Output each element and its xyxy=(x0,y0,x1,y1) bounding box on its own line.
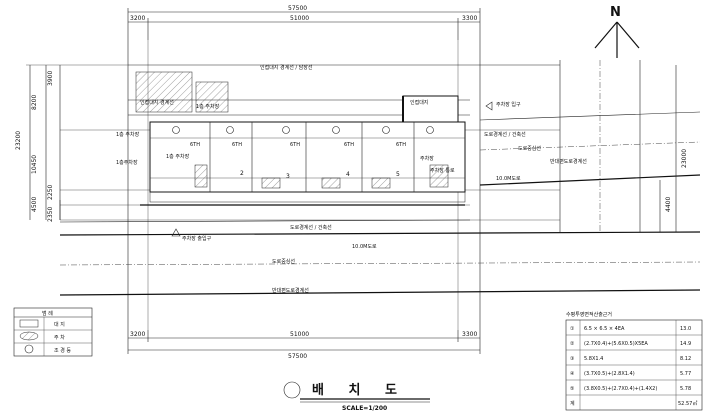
area-row-3-no: ③ xyxy=(570,356,574,362)
dim-right-a: 4400 xyxy=(665,197,672,212)
legend-row-1: 대 지 xyxy=(54,321,65,328)
area-table: 수평투영면적산출근거 ① 6.5 × 6.5 × 4EA 13.0 ② (2.7… xyxy=(565,311,703,411)
area-row-4-formula: (3.7X0.5)+(2.8X1.4) xyxy=(584,371,635,377)
area-row-2-formula: (2.7X0.4)+(5.6X0.5)X5EA xyxy=(584,341,648,347)
bottom-dimensions: 3200 51000 3300 57500 xyxy=(127,330,481,360)
area-row-2-value: 14.9 xyxy=(680,341,691,347)
grid-markers xyxy=(172,126,434,134)
title-text: 배 치 도 xyxy=(312,382,407,398)
label-road-width-bottom: 10.0M도로 xyxy=(352,244,377,250)
area-row-4-no: ④ xyxy=(570,371,575,377)
legend-row-3: 조 경 등 xyxy=(54,347,71,354)
area-row-5-value: 5.78 xyxy=(680,386,691,392)
dim-bottom-left: 3200 xyxy=(130,331,145,338)
area-row-1-value: 13.0 xyxy=(680,326,691,332)
top-dimensions: 57500 51000 3200 3300 xyxy=(127,5,481,40)
legend-site-icon xyxy=(19,319,39,328)
area-row-total-no: 계 xyxy=(570,400,575,407)
area-row-5-no: ⑤ xyxy=(570,386,574,392)
building-block xyxy=(140,121,466,206)
label-area-1: 인접대지 경계선 xyxy=(140,99,174,106)
dim-bottom-inner: 51000 xyxy=(290,331,309,338)
north-letter: N xyxy=(610,5,621,20)
area-row-2-no: ② xyxy=(570,341,575,347)
label-road-width-right: 10.0M도로 xyxy=(496,176,521,182)
legend-parking-icon xyxy=(19,331,39,341)
dim-bottom-total: 57500 xyxy=(288,353,307,360)
arrow-marker-icon xyxy=(485,101,493,111)
label-bldg-right-1: 주차장 xyxy=(420,155,434,162)
legend-row-2: 주 차 xyxy=(54,334,65,341)
area-row-1-no: ① xyxy=(570,326,575,332)
unit-tag-4: 6TH xyxy=(344,142,354,148)
unit-label-2: 2 xyxy=(240,170,244,177)
dim-top-total: 57500 xyxy=(288,5,307,12)
dim-left-b: 3900 xyxy=(47,71,54,86)
area-row-4-value: 5.77 xyxy=(680,371,691,377)
scale-text: SCALE=1/200 xyxy=(342,405,387,412)
right-dimensions: 23000 4400 xyxy=(659,65,688,232)
label-near-road-top: 인접대지 경계선 / 담장선 xyxy=(260,64,313,71)
dim-left-c: 10450 xyxy=(31,155,38,174)
label-opposite-bottom: 반대편도로경계선 xyxy=(272,287,309,294)
dim-right-total: 23000 xyxy=(681,149,688,168)
dim-top-left: 3200 xyxy=(130,15,145,22)
left-dimensions: 23200 8200 3900 10450 2250 4500 2350 xyxy=(15,64,128,222)
dim-top-inner: 51000 xyxy=(290,15,309,22)
dim-top-right: 3300 xyxy=(462,15,477,22)
road-lines xyxy=(59,60,701,296)
unit-label-4: 4 xyxy=(346,171,350,178)
area-row-total-value: 52.57㎡ xyxy=(678,400,697,407)
dim-left-d: 2250 xyxy=(47,185,54,200)
area-row-1-formula: 6.5 × 6.5 × 4EA xyxy=(584,326,625,332)
label-entrance-bottom: 주차장 출입구 xyxy=(182,235,212,242)
unit-numbers: 2 3 4 5 6TH 6TH 6TH 6TH 6TH xyxy=(190,142,406,180)
area-table-title: 수평투영면적산출근거 xyxy=(566,311,612,318)
label-bldg-right-2: 주차장 통로 xyxy=(430,167,455,174)
unit-tag-2: 6TH xyxy=(232,142,242,148)
unit-label-5: 5 xyxy=(396,171,400,178)
annotations: 인접대지 경계선 / 담장선 인접대지 경계선 1층 주차장 인접대지 주차장 … xyxy=(116,64,587,294)
unit-tag-1: 6TH xyxy=(190,142,200,148)
entrance-markers xyxy=(171,101,493,237)
label-left-park-2: 1층주차장 xyxy=(116,159,138,166)
legend-landscape-icon xyxy=(24,344,34,354)
dim-left-f: 2350 xyxy=(47,207,54,222)
drawing-title: 배 치 도 SCALE=1/200 xyxy=(283,381,430,412)
label-left-park-1: 1층 주차장 xyxy=(116,131,140,138)
north-arrow-icon: N xyxy=(594,5,640,58)
area-row-3-value: 8.12 xyxy=(680,356,691,362)
label-entrance-right: 주차장 입구 xyxy=(496,101,521,108)
triangle-marker-icon xyxy=(171,228,181,237)
label-area-3: 인접대지 xyxy=(410,99,428,106)
label-left-park-3: 1층 주차장 xyxy=(166,153,190,160)
label-opposite-right: 반대편도로경계선 xyxy=(550,158,587,165)
dim-left-e: 4500 xyxy=(31,197,38,212)
area-row-5-formula: (3.8X0.5)+(2.7X0.4)+(1.4X2) xyxy=(584,386,657,392)
label-road-center-bottom: 도로중심선 xyxy=(272,258,295,265)
legend-title: 범 례 xyxy=(42,310,53,317)
unit-tag-3: 6TH xyxy=(290,142,300,148)
parking-area-top xyxy=(135,71,459,123)
area-row-3-formula: 5.8X1.4 xyxy=(584,356,603,362)
unit-label-3: 3 xyxy=(286,173,290,180)
label-road-center-right: 도로중심선 xyxy=(518,145,541,152)
label-road-line-right: 도로경계선 / 건축선 xyxy=(484,131,526,138)
dim-left-total: 23200 xyxy=(15,131,22,150)
unit-tag-5: 6TH xyxy=(396,142,406,148)
legend: 범 례 대 지 주 차 조 경 등 xyxy=(13,307,93,357)
label-road-line-bottom: 도로경계선 / 건축선 xyxy=(290,224,332,231)
dim-bottom-right: 3300 xyxy=(462,331,477,338)
dim-left-a: 8200 xyxy=(31,95,38,110)
label-area-2: 1층 주차장 xyxy=(196,103,220,110)
